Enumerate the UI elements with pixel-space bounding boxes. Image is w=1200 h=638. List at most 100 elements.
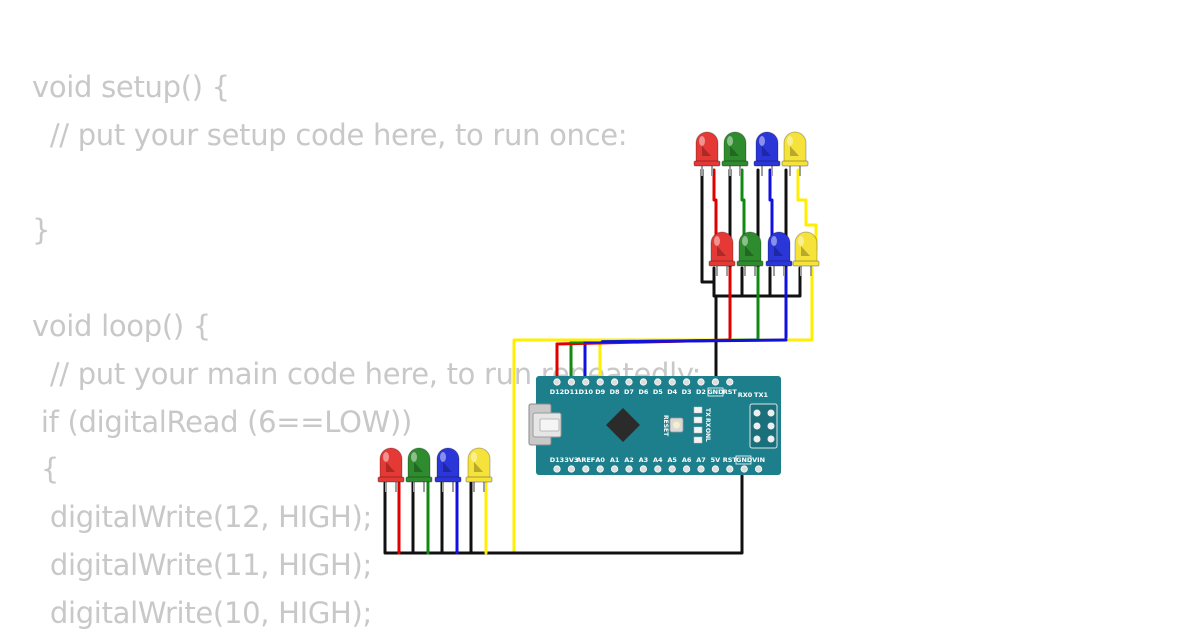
leds xyxy=(377,131,820,492)
pin-label: A6 xyxy=(682,456,692,464)
header-pin xyxy=(567,378,576,386)
led-rim xyxy=(736,260,764,267)
header-pin xyxy=(582,378,590,386)
pin-label: A2 xyxy=(624,456,634,464)
led-body xyxy=(767,231,791,265)
led-green xyxy=(405,447,433,492)
led-die xyxy=(414,462,423,472)
led-body xyxy=(467,447,491,481)
wire-red xyxy=(728,266,737,342)
status-led xyxy=(693,416,703,424)
pin-label: A5 xyxy=(667,456,677,464)
code-line: // put your setup code here, to run once… xyxy=(32,117,628,152)
led-green xyxy=(736,231,764,276)
led-highlight xyxy=(699,136,705,146)
header-pin xyxy=(682,378,691,386)
reset-button-cap[interactable] xyxy=(673,421,680,429)
header-pin xyxy=(625,465,633,473)
icsp-pin xyxy=(753,409,761,417)
gnd-pin-highlight xyxy=(735,455,752,465)
header-pin xyxy=(668,378,676,386)
gnd-pin-highlight xyxy=(707,387,724,397)
status-led-label: RX xyxy=(704,418,711,428)
pin-label: D12 xyxy=(550,388,564,396)
code-line: digitalWrite(10, HIGH); xyxy=(32,595,373,630)
led-die xyxy=(745,246,754,256)
icsp-pins xyxy=(753,409,775,443)
wires xyxy=(383,168,818,555)
header-pin xyxy=(697,378,705,386)
code-line: { xyxy=(32,452,60,487)
code-editor[interactable]: void setup() { // put your setup code he… xyxy=(32,64,701,638)
led-rim xyxy=(792,260,820,267)
code-line: void setup() { xyxy=(32,70,230,104)
header-pin xyxy=(726,465,734,473)
led-die xyxy=(386,462,395,472)
pin-label: D5 xyxy=(653,388,663,396)
pin-label: GND xyxy=(736,456,753,464)
pin-label: D6 xyxy=(638,388,648,396)
led-blue xyxy=(765,231,793,276)
led-die xyxy=(702,146,711,156)
pin-label: A1 xyxy=(610,456,620,464)
led-rim xyxy=(434,476,462,483)
led-highlight xyxy=(771,236,777,246)
code-line: digitalWrite(12, HIGH); xyxy=(32,500,373,535)
led-body xyxy=(738,231,762,265)
status-led-label: ON xyxy=(704,428,711,438)
led-yellow xyxy=(781,131,809,176)
header-pin xyxy=(682,465,691,473)
wire-blue xyxy=(583,338,788,344)
led-red xyxy=(693,131,721,176)
wire-blue xyxy=(768,168,774,257)
header-pin xyxy=(668,465,676,473)
code-line: digitalWrite(11, HIGH); xyxy=(32,547,373,582)
led-body xyxy=(794,231,818,265)
led-die xyxy=(730,146,739,156)
pin-label: RX0 xyxy=(738,391,753,399)
led-die xyxy=(801,246,810,256)
led-body xyxy=(695,131,719,165)
led-die xyxy=(717,246,726,256)
led-rim xyxy=(781,160,809,167)
led-die xyxy=(774,246,783,256)
code-line: if (digitalRead (6==LOW)) xyxy=(32,404,413,439)
pin-label: TX1 xyxy=(754,391,768,399)
led-highlight xyxy=(440,452,446,462)
code-line: } xyxy=(32,213,51,248)
pin-label: D4 xyxy=(667,388,677,396)
pin-label: A3 xyxy=(639,456,649,464)
led-rim xyxy=(465,476,493,483)
pin-label: A4 xyxy=(653,456,663,464)
pin-label: D8 xyxy=(610,388,620,396)
pin-label: A7 xyxy=(696,456,706,464)
led-rim xyxy=(377,476,405,483)
header-pin xyxy=(553,378,561,386)
led-yellow xyxy=(465,447,493,492)
led-body xyxy=(723,131,747,165)
led-rim xyxy=(765,260,793,267)
header-pin xyxy=(639,378,648,386)
wire-black xyxy=(700,168,716,284)
led-red xyxy=(708,231,736,276)
header-pin xyxy=(610,378,619,386)
led-blue xyxy=(434,447,462,492)
icsp-pin xyxy=(753,422,761,430)
led-red xyxy=(377,447,405,492)
header-pin xyxy=(740,465,748,473)
header-pin xyxy=(754,465,763,473)
pin-label: VIN xyxy=(752,456,765,464)
led-body xyxy=(407,447,431,481)
pin-label: D11 xyxy=(564,388,579,396)
pin-label: D10 xyxy=(579,388,594,396)
header-pin xyxy=(654,378,662,386)
led-die xyxy=(443,462,452,472)
header-pin xyxy=(596,378,604,386)
usb-port-inner xyxy=(539,418,560,432)
icsp-pin xyxy=(767,435,775,443)
led-yellow xyxy=(792,231,820,276)
led-body xyxy=(436,447,460,481)
